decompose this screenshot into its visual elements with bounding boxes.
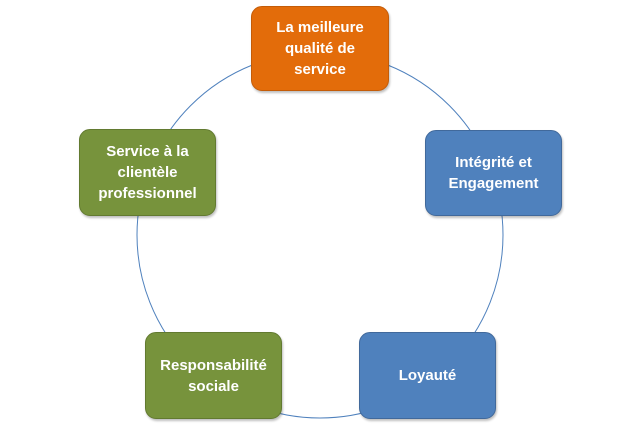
- node-left: Service à la clientèle professionnel: [79, 129, 216, 216]
- node-right: Intégrité et Engagement: [425, 130, 562, 216]
- node-bottom-left: Responsabilité sociale: [145, 332, 282, 419]
- node-bottom-left-label: Responsabilité sociale: [160, 356, 267, 395]
- node-left-label: Service à la clientèle professionnel: [98, 143, 197, 202]
- node-bottom-right: Loyauté: [359, 332, 496, 419]
- node-bottom-right-label: Loyauté: [398, 367, 457, 384]
- node-top-label: La meilleure qualité de service: [276, 19, 364, 78]
- node-right-label: Intégrité et Engagement: [448, 154, 539, 192]
- node-top: La meilleure qualité de service: [251, 6, 389, 91]
